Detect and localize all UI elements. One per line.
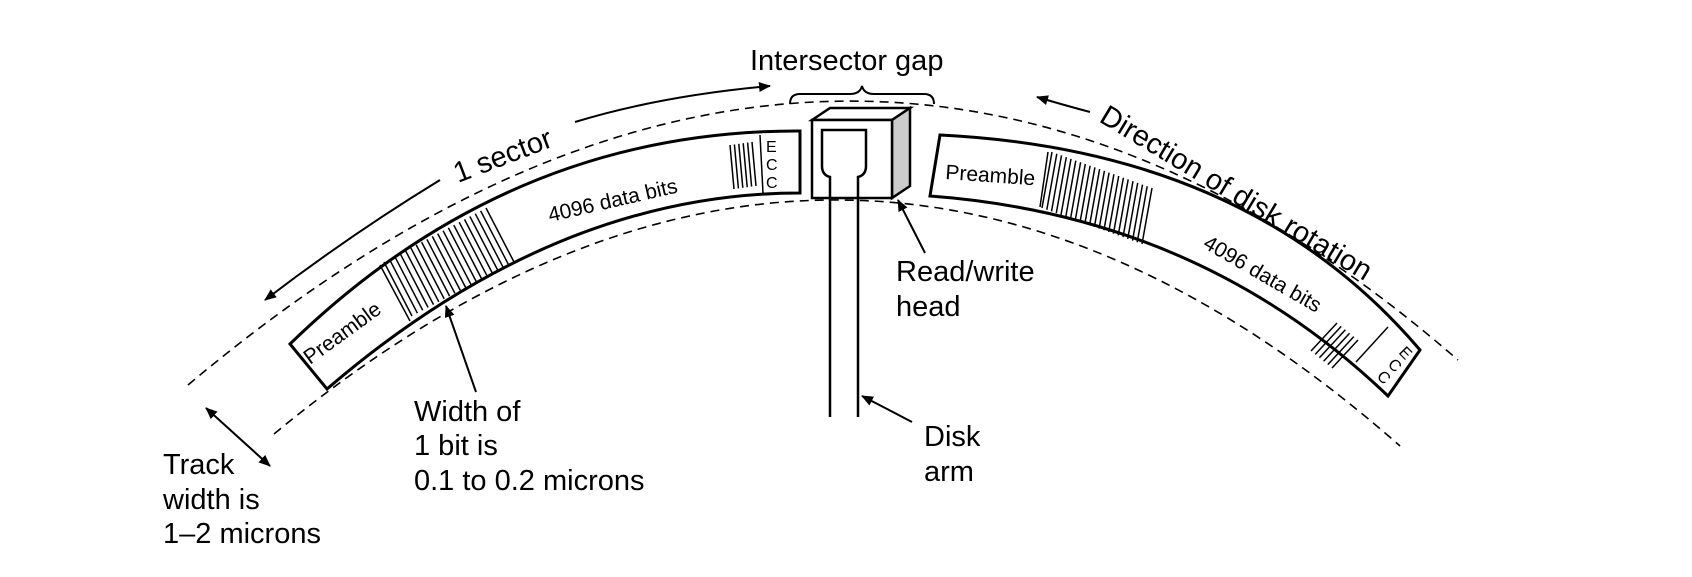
bit-mark xyxy=(1141,187,1153,245)
bit-mark xyxy=(453,224,483,280)
bit-width-label-line3: 0.1 to 0.2 microns xyxy=(414,465,645,497)
bit-mark xyxy=(1050,155,1063,212)
rotation-direction-arrow xyxy=(1036,95,1091,113)
read-write-label-line2: head xyxy=(896,291,961,323)
bit-mark xyxy=(1065,160,1077,217)
track-width-label-line1: Track xyxy=(163,449,235,481)
read-write-head xyxy=(807,105,915,201)
bit-mark xyxy=(1117,179,1129,236)
ecc-bit-mark xyxy=(1318,329,1346,359)
bit-mark xyxy=(447,227,478,283)
disk-arm xyxy=(828,198,860,417)
intersector-gap-label: Intersector gap xyxy=(750,45,943,77)
preamble-divider-left xyxy=(379,264,411,322)
bit-mark xyxy=(1093,170,1106,228)
bit-width-label-line2: 1 bit is xyxy=(414,430,498,462)
bit-mark xyxy=(485,207,515,263)
ecc-label-left-c1: C xyxy=(766,157,778,174)
bit-mark xyxy=(415,244,445,300)
bit-mark xyxy=(437,233,467,288)
ecc-bits-right xyxy=(1310,322,1359,369)
disk-arm-label-line2: arm xyxy=(924,456,974,488)
bit-mark xyxy=(420,241,451,297)
bit-mark xyxy=(383,261,413,317)
sector-left: Preamble 4096 data bits E C C xyxy=(287,129,802,392)
bit-mark xyxy=(394,255,424,311)
ecc-bit-mark xyxy=(1314,325,1342,355)
intersector-gap-brace xyxy=(789,85,935,105)
one-sector-arrow-upper xyxy=(574,82,771,123)
preamble-label-right: Preamble xyxy=(945,161,1036,190)
bit-mark xyxy=(1098,172,1110,229)
bit-mark xyxy=(442,230,472,286)
ecc-bit-mark xyxy=(1331,339,1359,369)
ecc-bit-mark xyxy=(1310,322,1338,352)
ecc-divider-left xyxy=(759,134,764,194)
track-width-label-line3: 1–2 microns xyxy=(163,518,321,550)
bit-marks-right xyxy=(1041,151,1153,245)
bit-mark xyxy=(431,236,461,291)
ecc-bit-mark xyxy=(1327,336,1355,366)
bit-mark xyxy=(1074,163,1087,221)
ecc-bit-mark xyxy=(738,143,744,188)
head-side-face xyxy=(890,105,912,201)
head-front-face xyxy=(810,118,894,200)
bit-mark xyxy=(458,221,488,277)
bit-mark xyxy=(1084,167,1096,224)
head-inner-gap xyxy=(820,128,868,198)
sector-right-outline xyxy=(928,133,1422,399)
bit-mark xyxy=(474,213,504,269)
bit-mark xyxy=(1055,156,1068,214)
track-outer-boundary xyxy=(187,100,1459,386)
bit-mark xyxy=(399,253,429,308)
ecc-bit-mark xyxy=(746,142,753,187)
bit-mark xyxy=(1069,162,1082,219)
bit-mark xyxy=(426,238,456,294)
bit-mark xyxy=(1041,151,1053,209)
disk-arm-label-line1: Disk xyxy=(924,421,981,453)
bit-mark xyxy=(1126,182,1139,240)
bit-mark xyxy=(388,258,419,314)
read-write-leader xyxy=(897,199,926,254)
bit-mark xyxy=(1107,175,1120,233)
bit-mark xyxy=(469,216,499,271)
ecc-label-left-e: E xyxy=(766,139,777,156)
bit-marks-left xyxy=(383,207,515,317)
ecc-bit-mark xyxy=(733,144,740,189)
bit-mark xyxy=(1136,186,1148,243)
bit-mark xyxy=(1060,158,1072,216)
bit-mark xyxy=(1112,177,1125,234)
one-sector-arrow-lower xyxy=(264,179,441,301)
ecc-bit-mark xyxy=(729,144,735,190)
data-bits-label-left: 4096 data bits xyxy=(546,175,680,227)
bit-mark xyxy=(1079,165,1091,222)
ecc-bit-mark xyxy=(742,143,748,188)
preamble-divider-right xyxy=(1039,151,1049,208)
bit-mark xyxy=(1046,153,1058,210)
bit-mark xyxy=(463,219,494,274)
bit-mark xyxy=(1131,184,1144,241)
ecc-label-left-c2: C xyxy=(766,175,778,192)
preamble-label-left: Preamble xyxy=(299,298,385,369)
bit-mark xyxy=(479,210,510,266)
bit-mark xyxy=(404,250,435,305)
track-width-arrow xyxy=(205,407,271,467)
ecc-bit-mark xyxy=(751,141,757,187)
sector-left-outline xyxy=(287,129,802,392)
track-width-label-line2: width is xyxy=(162,484,260,516)
bit-width-leader xyxy=(444,305,477,393)
ecc-divider-right xyxy=(1355,326,1389,363)
bit-width-label-line1: Width of xyxy=(414,396,521,428)
bit-mark xyxy=(1088,168,1101,226)
read-write-label-line1: Read/write xyxy=(896,256,1035,288)
ecc-bits-left xyxy=(729,141,757,190)
bit-mark xyxy=(1122,180,1134,238)
bit-mark xyxy=(410,247,440,303)
bit-mark xyxy=(1103,174,1115,231)
disk-arm-leader xyxy=(861,395,913,423)
ecc-bit-mark xyxy=(1323,332,1351,362)
